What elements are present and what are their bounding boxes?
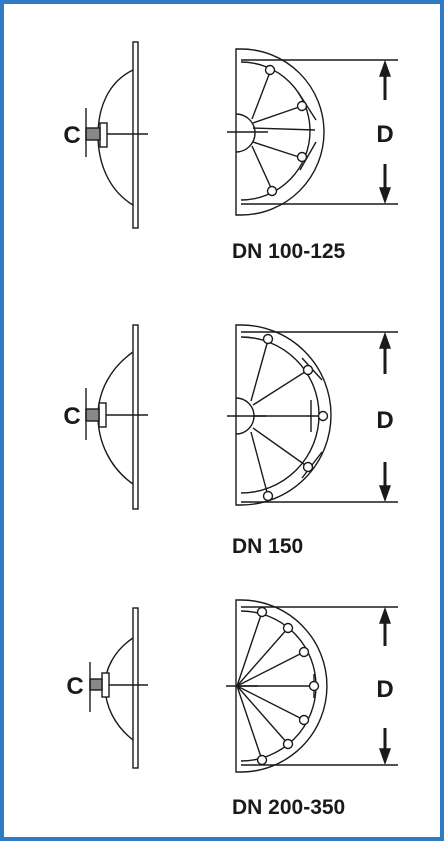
caption-3: DN 200-350	[232, 796, 345, 819]
panel-dn-200-350: C	[66, 599, 398, 819]
d-label-1: D	[376, 121, 393, 148]
dimension-d-2	[241, 331, 398, 503]
c-label-2: C	[63, 403, 80, 430]
side-view-1	[85, 41, 148, 229]
d-label-3: D	[376, 676, 393, 703]
caption-2: DN 150	[232, 535, 303, 558]
c-label-3: C	[66, 673, 83, 700]
dimension-d-1	[241, 59, 398, 205]
side-view-3	[89, 607, 148, 769]
front-view-3	[226, 599, 328, 773]
panel-dn-100-125: C D DN 100-125	[63, 41, 398, 263]
c-label-1: C	[63, 122, 80, 149]
d-label-2: D	[376, 407, 393, 434]
panel-dn-150: C D DN 150	[63, 324, 398, 558]
front-view-1	[227, 48, 325, 216]
dimension-d-3	[241, 606, 398, 766]
side-view-2	[85, 324, 148, 510]
caption-1: DN 100-125	[232, 240, 346, 263]
front-view-2	[227, 324, 332, 506]
